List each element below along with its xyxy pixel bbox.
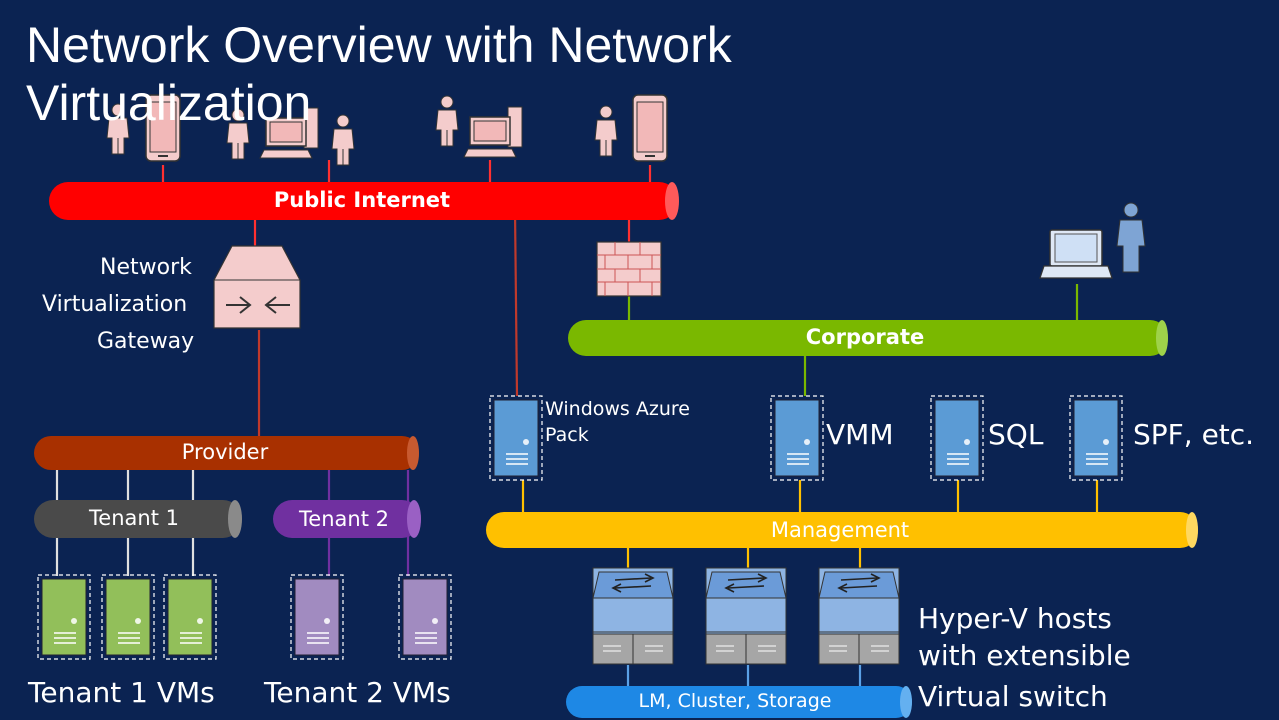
hyperv-label-line3: Virtual switch: [918, 680, 1108, 713]
vmm-server-icon: [770, 395, 824, 481]
tenant1-vm-icon: [163, 574, 217, 660]
tenant1-label: Tenant 1: [89, 506, 179, 530]
management-label: Management: [770, 518, 910, 542]
azure-pack-label-line1: Windows Azure: [545, 398, 690, 420]
lm-cluster-label: LM, Cluster, Storage: [638, 690, 832, 712]
hyperv-label-line2: with extensible: [918, 639, 1131, 672]
gateway-label-line1: Network: [100, 255, 192, 280]
public-internet-bus: [49, 182, 679, 220]
provider-label: Provider: [181, 440, 269, 464]
corporate-bus: [568, 320, 1168, 356]
lm-cluster-bus: [566, 686, 912, 718]
azure-pack-server-icon: [489, 395, 543, 481]
provider-bus: [34, 436, 419, 470]
tenant1-bus: [34, 500, 242, 538]
tenant1-vm-icon: [101, 574, 155, 660]
gateway-icon: [213, 245, 301, 329]
azure-pack-label-line2: Pack: [545, 424, 589, 446]
spf-server-icon: [1069, 395, 1123, 481]
hyperv-host-icon: [818, 567, 900, 665]
tenant2-vm-icon: [398, 574, 452, 660]
tenant1-vms-label: Tenant 1 VMs: [28, 676, 215, 709]
gateway-label-line3: Gateway: [97, 329, 195, 354]
spf-label: SPF, etc.: [1133, 418, 1255, 451]
gateway-label-line2: Virtualization: [42, 292, 188, 317]
corporate-label: Corporate: [805, 325, 925, 349]
hyperv-label-line1: Hyper-V hosts: [918, 602, 1112, 635]
tenant1-vm-icon: [37, 574, 91, 660]
tenant2-vm-icon: [290, 574, 344, 660]
tenant2-label: Tenant 2: [299, 507, 389, 531]
public-internet-label: Public Internet: [273, 188, 451, 212]
hyperv-host-icon: [592, 567, 674, 665]
sql-server-icon: [930, 395, 984, 481]
tenant2-vms-label: Tenant 2 VMs: [264, 676, 451, 709]
sql-label: SQL: [988, 418, 1044, 451]
laptop-icon: [1039, 229, 1113, 279]
vmm-label: VMM: [826, 418, 894, 451]
person-icon: [1116, 202, 1146, 273]
page-title: Network Overview with Network Virtualiza…: [26, 17, 732, 131]
firewall-icon: [596, 241, 662, 297]
management-bus: [486, 512, 1198, 548]
tenant2-bus: [273, 500, 421, 538]
hyperv-host-icon: [705, 567, 787, 665]
